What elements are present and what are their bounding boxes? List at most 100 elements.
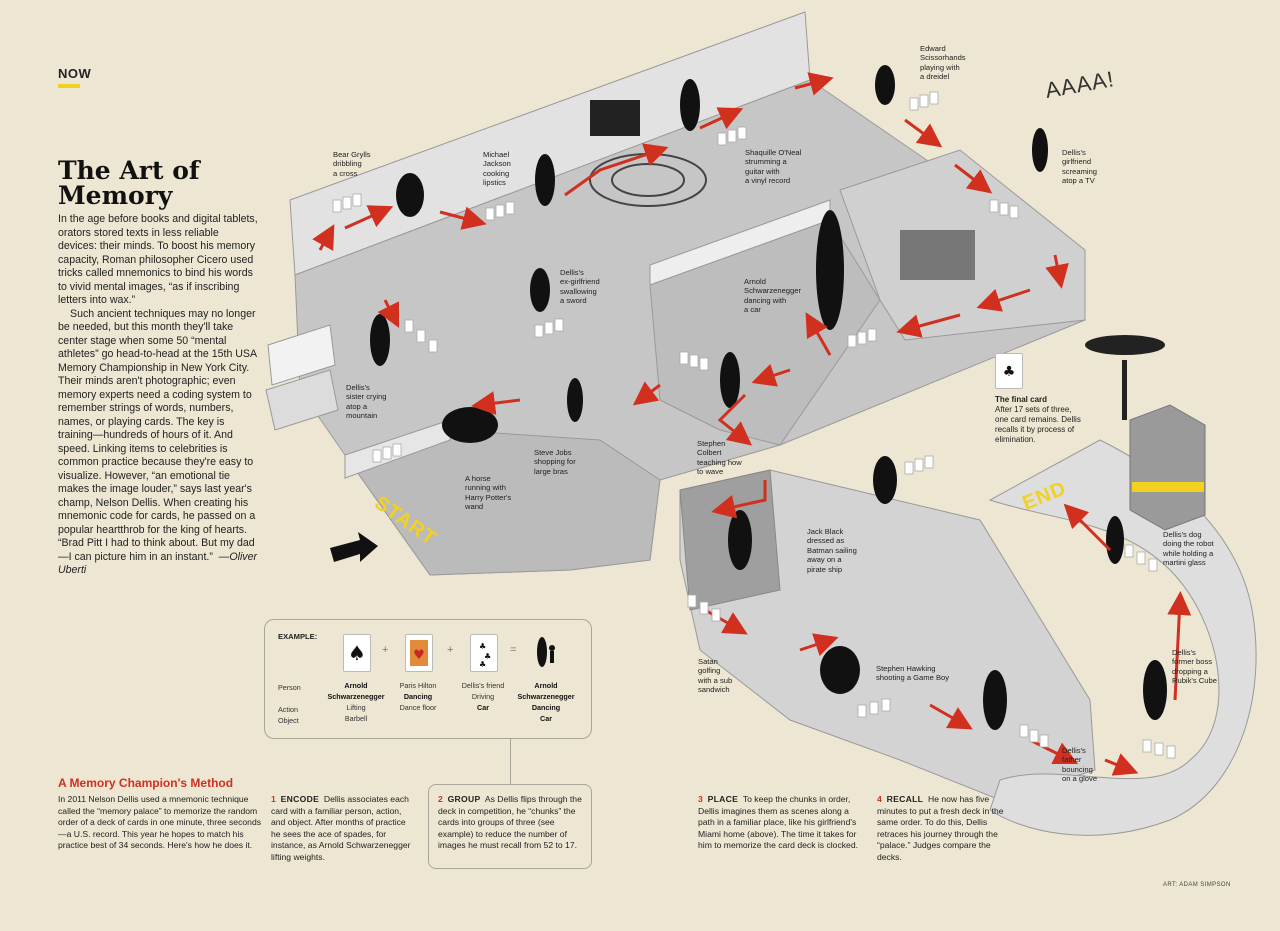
step-text: He now has five minutes to put a fresh d… [877,794,1004,862]
step-text: As Dellis flips through the deck in comp… [438,794,582,851]
intro-text: In the age before books and digital tabl… [58,213,258,578]
section-kicker: NOW [58,66,92,81]
example-row-action: Action [278,705,298,714]
example-3-person: Dellis's friend [461,681,505,690]
heart-icon: ♥ [410,640,428,666]
caption-dog: Dellis's dog doing the robot while holdi… [1163,530,1214,568]
step-heading: GROUP [447,794,481,804]
plus-sign: + [447,644,454,656]
caption-steve-jobs: Steve Jobs shopping for large bras [534,448,576,476]
ace-of-spades-card: ♠ [343,634,371,672]
caption-hawking: Stephen Hawking shooting a Game Boy [876,664,950,683]
caption-boss: Dellis's former boss dropping a Rubik's … [1172,648,1217,686]
caption-colbert: Stephen Colbert teaching how to wave [697,439,742,477]
example-1-object: Barbell [344,714,368,723]
example-row-object: Object [278,716,299,725]
spade-icon: ♠ [348,641,366,665]
example-box: EXAMPLE: Person Action Object ♠ + ♥ + ♣♣… [264,619,592,739]
palm-tree [1085,335,1165,420]
equals-sign: = [510,644,517,656]
clubs-icon: ♣ [1003,364,1016,380]
example-column-result: Arnold Schwarzenegger Dancing Car [509,680,583,724]
end-booth [1129,404,1206,531]
step-place: 3 PLACE To keep the chunks in order, Del… [698,794,866,852]
caption-horse: A horse running with Harry Potter's wand [465,474,512,512]
example-4-action: Dancing [531,703,561,712]
group-step-box [428,784,592,869]
step-number: 2 [438,794,443,804]
step-group: 2 GROUP As Dellis flips through the deck… [438,794,584,852]
caption-bear-grylls: Bear Grylls dribbling a cross [333,150,371,178]
route-arrows [312,72,1192,776]
svg-text:♥: ♥ [413,648,425,663]
art-credit: ART: ADAM SIMPSON [1163,882,1231,888]
caption-arnold-car: Arnold Schwarzenegger dancing with a car [744,277,801,315]
winding-path [988,439,1257,836]
card-groups [332,91,1176,759]
car-silhouette [816,210,844,330]
result-silhouette [533,634,559,670]
example-4-person: Arnold Schwarzenegger [517,681,575,701]
caption-edward: Edward Scissorhands playing with a dreid… [920,44,966,82]
caption-ex-girlfriend: Dellis's ex-girlfriend swallowing a swor… [560,268,600,306]
example-label: EXAMPLE: [278,632,318,641]
step-number: 4 [877,794,882,804]
caption-sister: Dellis's sister crying atop a mountain [346,383,387,421]
plus-sign: + [382,644,389,656]
example-column-3: Dellis's friend Driving Car [446,680,520,713]
silhouettes [370,65,1167,730]
example-1-person: Arnold Schwarzenegger [327,681,385,701]
svg-text:♣: ♣ [479,642,486,651]
example-1-action: Lifting [346,703,366,712]
step-text: To keep the chunks in order, Dellis imag… [698,794,858,851]
example-column-1: Arnold Schwarzenegger Lifting Barbell [319,680,393,724]
step-recall: 4 RECALL He now has five minutes to put … [877,794,1017,864]
svg-text:♣: ♣ [1003,364,1016,380]
final-card: ♣ [995,353,1023,389]
step-encode: 1 ENCODE Dellis associates each card wit… [271,794,417,864]
method-intro: In 2011 Nelson Dellis used a mnemonic te… [58,794,262,851]
step-number: 3 [698,794,703,804]
caption-satan: Satan golfing with a sub sandwich [698,657,733,695]
intro-paragraph-2-text: Such ancient techniques may no longer be… [58,307,257,563]
example-column-2: Paris Hilton Dancing Dance floor [381,680,455,713]
kicker-underline [58,84,80,88]
example-row-person: Person [278,683,301,692]
example-2-object: Dance floor [399,703,437,712]
start-arrow-icon [330,532,378,562]
example-connector-line [510,738,511,784]
club-icon: ♣♣♣ [479,642,491,669]
example-4-object: Car [540,714,552,723]
final-card-title: The final card [995,395,1048,404]
example-3-action: Driving [471,692,495,701]
queen-of-hearts-card: ♥ [405,634,433,672]
article-title: The Art of Memory [58,156,200,210]
example-2-action: Dancing [403,692,433,701]
bed [900,230,975,280]
step-heading: RECALL [886,794,924,804]
caption-father: Dellis's father bouncing on a glove [1062,746,1098,784]
clubs-card: ♣♣♣ [470,634,498,672]
caption-michael-jackson: Michael Jackson cooking lipstics [483,150,511,188]
svg-text:♠: ♠ [348,641,366,665]
method-title: A Memory Champion's Method [58,776,234,790]
example-3-object: Car [477,703,489,712]
step-heading: PLACE [707,794,739,804]
intro-paragraph-2: Such ancient techniques may no longer be… [58,308,258,578]
svg-text:♣: ♣ [479,660,486,669]
svg-text:♣: ♣ [484,652,491,661]
byline: —Oliver Uberti [58,550,258,577]
example-2-person: Paris Hilton [399,681,437,690]
final-card-text: After 17 sets of three, one card remains… [995,405,1081,444]
intro-paragraph-1: In the age before books and digital tabl… [58,213,258,306]
stove [265,369,339,431]
kitchen-cabinets [267,324,336,386]
caption-girlfriend: Dellis's girlfriend screaming atop a TV [1062,148,1098,186]
end-booth-stripe [1132,482,1204,492]
wall-tv [590,100,640,136]
dancer-with-car-icon [537,637,555,667]
step-heading: ENCODE [280,794,320,804]
step-number: 1 [271,794,276,804]
